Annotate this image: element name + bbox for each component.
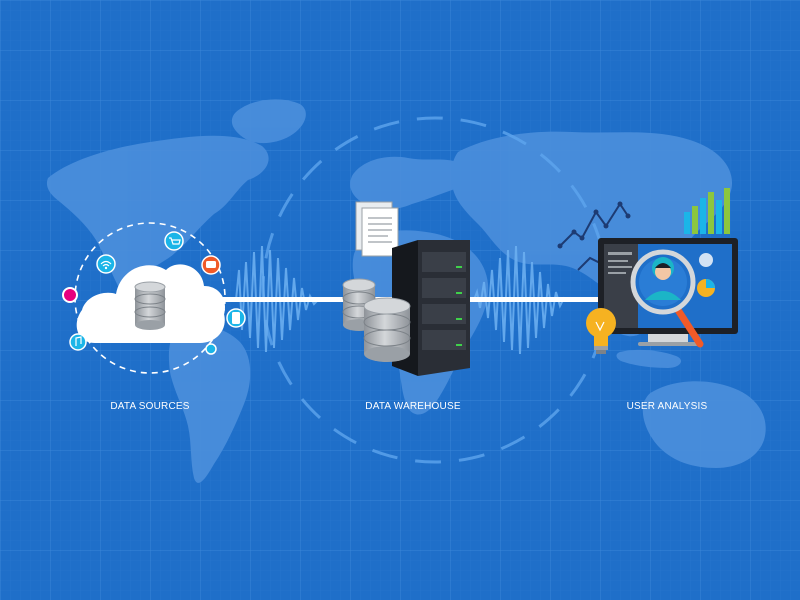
lightbulb-icon [586,308,616,354]
label-data-sources: DATA SOURCES [110,401,190,412]
blue-node [205,343,217,355]
data-warehouse [342,201,470,376]
label-user-analysis: USER ANALYSIS [626,401,708,412]
cart-icon [164,231,184,251]
user-avatar [645,257,681,300]
database-icon [134,281,166,330]
wifi-icon [96,254,116,274]
server-leds [456,266,462,346]
user-analysis [557,188,738,354]
pink-node [62,287,78,303]
map-australia [642,381,766,468]
database-stack-front [363,297,411,362]
bar-chart [684,188,730,234]
document-icon [355,201,399,257]
map-north-america [46,135,269,319]
map-indonesia [616,349,682,368]
map-greenland [231,99,306,144]
magnifier-icon [630,249,704,348]
signal-wave-left [230,245,330,353]
map-europe [350,156,469,210]
map-south-america [168,325,251,483]
message-icon [201,255,221,275]
music-icon [69,333,87,351]
label-data-warehouse: DATA WAREHOUSE [365,401,461,412]
phone-icon [226,308,246,328]
data-sources-cloud [62,222,246,374]
